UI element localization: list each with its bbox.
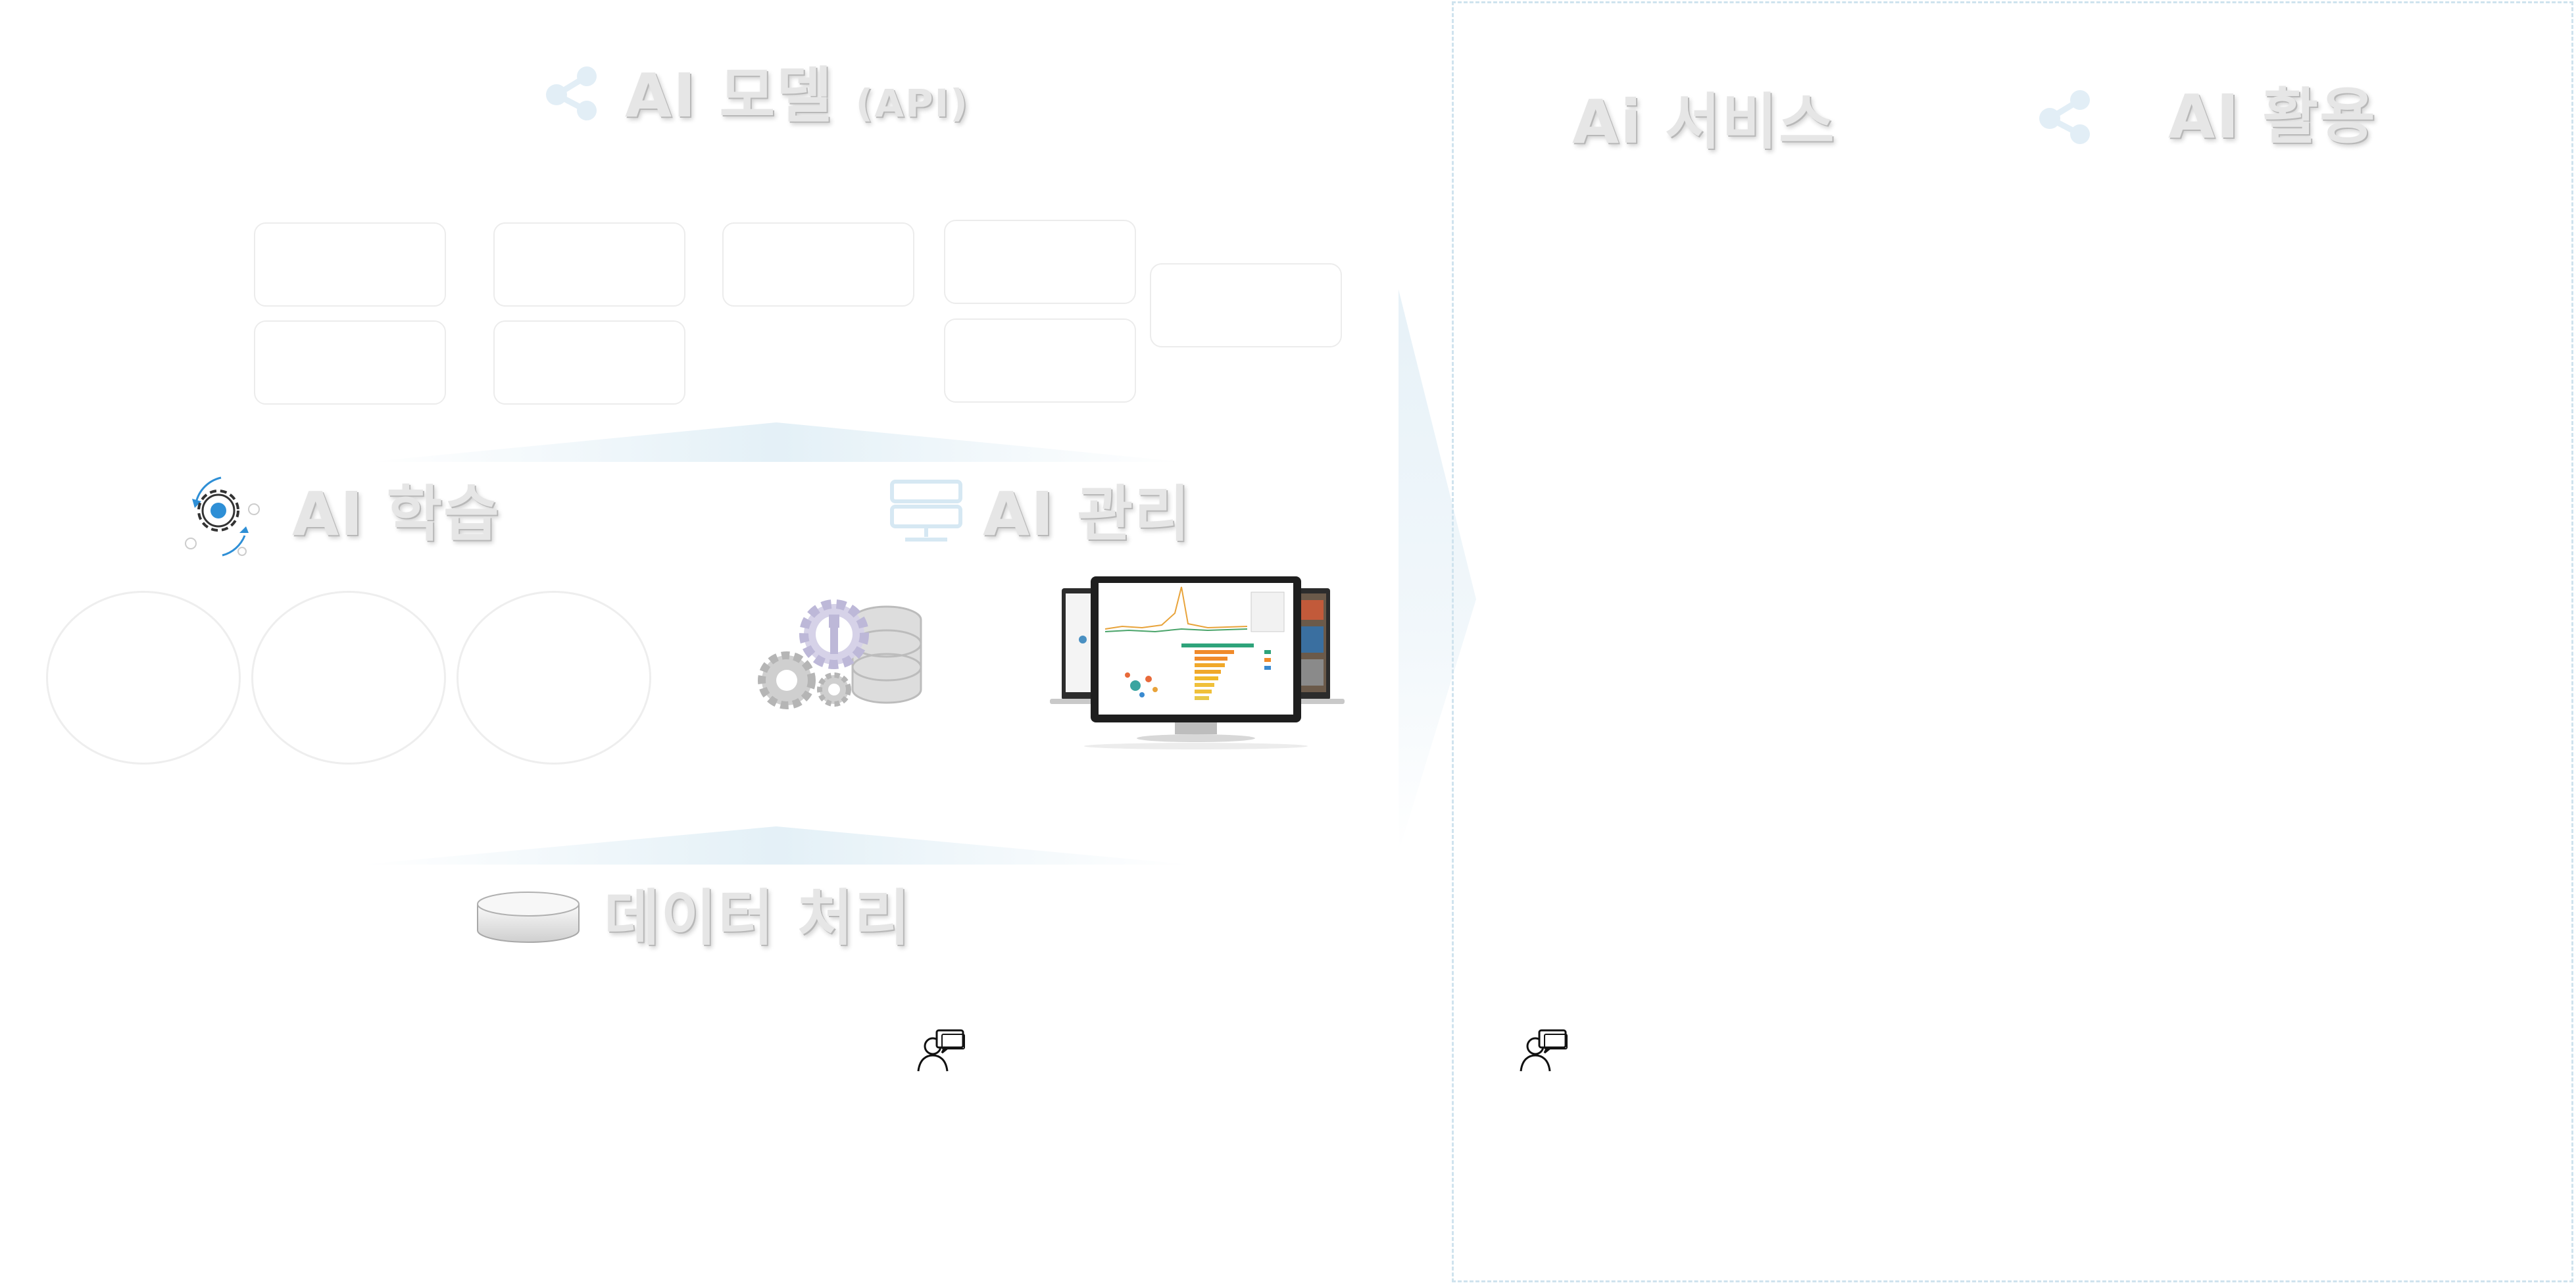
model-box xyxy=(254,320,446,405)
model-box xyxy=(1150,263,1342,347)
user-chat-icon[interactable] xyxy=(1520,1028,1570,1074)
data-processing-title: 데이터 처리 xyxy=(604,883,912,953)
ai-service-panel xyxy=(1452,1,2573,1282)
ai-model-title: AI 모델 (API) xyxy=(625,61,969,131)
model-box xyxy=(493,222,685,307)
flow-arrow-glow xyxy=(362,826,1191,865)
learning-circle xyxy=(251,591,446,765)
model-box xyxy=(944,318,1136,403)
gear-cycle-icon xyxy=(176,470,268,562)
model-box xyxy=(493,320,685,405)
learning-circle xyxy=(457,591,651,765)
share-icon xyxy=(543,62,603,121)
model-box xyxy=(722,222,914,307)
disk-icon xyxy=(475,890,582,946)
user-chat-icon[interactable] xyxy=(917,1028,967,1074)
server-icon xyxy=(889,479,963,545)
model-box xyxy=(944,220,1136,304)
ai-service-title: Ai 서비스 xyxy=(1572,87,1836,157)
gear-database-icon xyxy=(755,597,929,717)
flow-arrow-glow xyxy=(368,422,1184,462)
dashboard-monitor-icon xyxy=(1050,574,1345,753)
ai-learning-title: AI 학습 xyxy=(292,479,501,549)
model-box xyxy=(254,222,446,307)
share-icon xyxy=(2037,86,2096,145)
ai-usage-title: AI 활용 xyxy=(2168,82,2377,152)
learning-circle xyxy=(46,591,241,765)
ai-model-suffix: (API) xyxy=(855,81,969,126)
ai-management-title: AI 관리 xyxy=(983,479,1191,549)
